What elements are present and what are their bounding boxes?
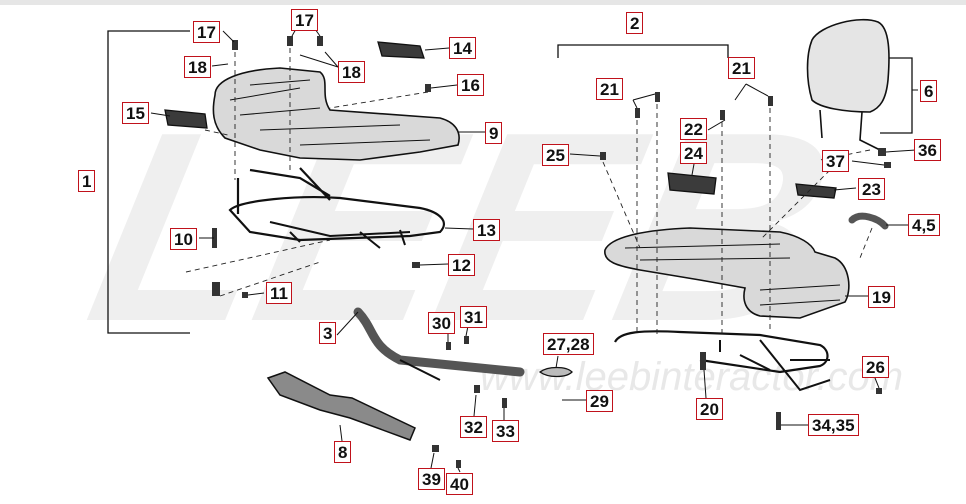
callout-11: 11 <box>266 282 292 304</box>
callout-1: 1 <box>78 170 96 192</box>
callout-3: 3 <box>319 322 337 344</box>
callout-15: 15 <box>122 102 149 124</box>
callout-29: 29 <box>586 390 613 412</box>
pad-14 <box>377 41 425 59</box>
bracket-1 <box>107 30 190 334</box>
callout-24: 24 <box>680 142 707 164</box>
callout-18-left: 18 <box>184 56 211 78</box>
callout-25: 25 <box>542 144 569 166</box>
callout-40: 40 <box>446 473 473 495</box>
callout-10: 10 <box>170 228 197 250</box>
backrest <box>806 18 890 113</box>
callout-34-35: 34,35 <box>808 414 859 436</box>
watermark-url: www.leebinteractor.com <box>480 355 903 399</box>
callout-17-right: 17 <box>291 9 318 31</box>
callout-17-left: 17 <box>193 21 220 43</box>
callout-13: 13 <box>473 219 500 241</box>
front-rack-platform <box>212 67 460 161</box>
callout-21-left: 21 <box>596 78 623 100</box>
callout-26: 26 <box>862 356 889 378</box>
callout-4-5: 4,5 <box>908 214 940 236</box>
callout-22: 22 <box>680 118 707 140</box>
callout-20: 20 <box>696 398 723 420</box>
callout-8: 8 <box>334 441 352 463</box>
pad-24 <box>667 172 717 195</box>
callout-21-right: 21 <box>728 57 755 79</box>
callout-9: 9 <box>485 122 503 144</box>
fasteners <box>212 36 891 468</box>
grab-bar <box>353 307 525 377</box>
side-handle <box>848 212 889 230</box>
pad-27 <box>538 366 573 378</box>
callout-6: 6 <box>920 80 938 102</box>
callout-18-right: 18 <box>338 61 365 83</box>
callout-23: 23 <box>858 178 885 200</box>
callout-30: 30 <box>428 312 455 334</box>
callout-33: 33 <box>492 420 519 442</box>
front-rack-frame <box>228 196 445 242</box>
pad-23 <box>795 183 837 199</box>
callout-16: 16 <box>457 74 484 96</box>
callout-19: 19 <box>868 286 895 308</box>
callout-39: 39 <box>418 468 445 490</box>
top-strip <box>0 0 966 5</box>
bracket-plate <box>266 371 416 441</box>
callout-36: 36 <box>914 139 941 161</box>
callout-14: 14 <box>449 37 476 59</box>
callout-32: 32 <box>460 416 487 438</box>
bracket-6 <box>880 57 913 134</box>
callout-37: 37 <box>822 150 849 172</box>
callout-12: 12 <box>448 254 475 276</box>
rear-rack-frame <box>614 330 829 374</box>
pad-15 <box>164 109 208 129</box>
callout-27-28: 27,28 <box>543 333 594 355</box>
rear-rack-platform <box>604 227 850 319</box>
bracket-2 <box>557 44 729 58</box>
callout-31: 31 <box>460 306 487 328</box>
callout-2: 2 <box>626 12 644 34</box>
